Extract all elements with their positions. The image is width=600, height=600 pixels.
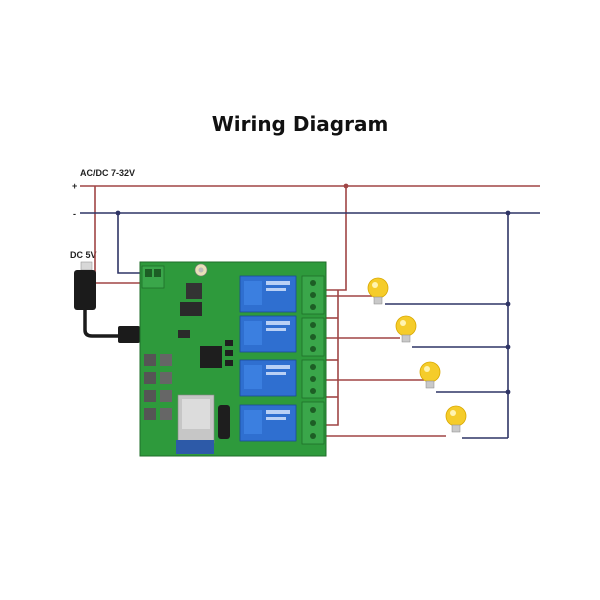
- light-bulb-icon: [367, 277, 389, 305]
- antenna-pcb: [176, 440, 214, 454]
- relay-module-icon: [139, 261, 327, 457]
- usb-label: DC 5V: [70, 250, 97, 260]
- button: [144, 390, 156, 402]
- diagram-title: Wiring Diagram: [211, 112, 389, 136]
- relay-terminals: [301, 275, 325, 445]
- relay: [239, 275, 297, 313]
- light-bulb-icon: [419, 361, 441, 389]
- light-bulb-icon: [445, 405, 467, 433]
- junction-dot: [505, 344, 511, 350]
- relay: [239, 359, 297, 397]
- button: [144, 372, 156, 384]
- junction-dot: [115, 210, 121, 216]
- minus-label: -: [73, 209, 76, 219]
- junction-dot: [505, 210, 511, 216]
- inductor: [186, 283, 202, 299]
- relay: [239, 315, 297, 353]
- junction-dots: [115, 183, 511, 395]
- light-bulb-icon: [395, 315, 417, 343]
- supply-label: AC/DC 7-32V: [80, 168, 135, 178]
- button: [144, 408, 156, 420]
- chip: [180, 302, 202, 316]
- relay-common-feed: [324, 186, 347, 291]
- junction-dot: [505, 301, 511, 307]
- usb-cable-icon: [74, 261, 151, 343]
- relay: [239, 404, 297, 442]
- board-power-negative: [117, 213, 142, 274]
- negative-wires: [80, 212, 540, 439]
- component: [218, 405, 230, 439]
- junction-dot: [505, 389, 511, 395]
- chip: [200, 346, 222, 368]
- junction-dot: [343, 183, 349, 189]
- button: [144, 354, 156, 366]
- plus-label: +: [72, 181, 77, 191]
- relay-common-bus: [324, 290, 339, 426]
